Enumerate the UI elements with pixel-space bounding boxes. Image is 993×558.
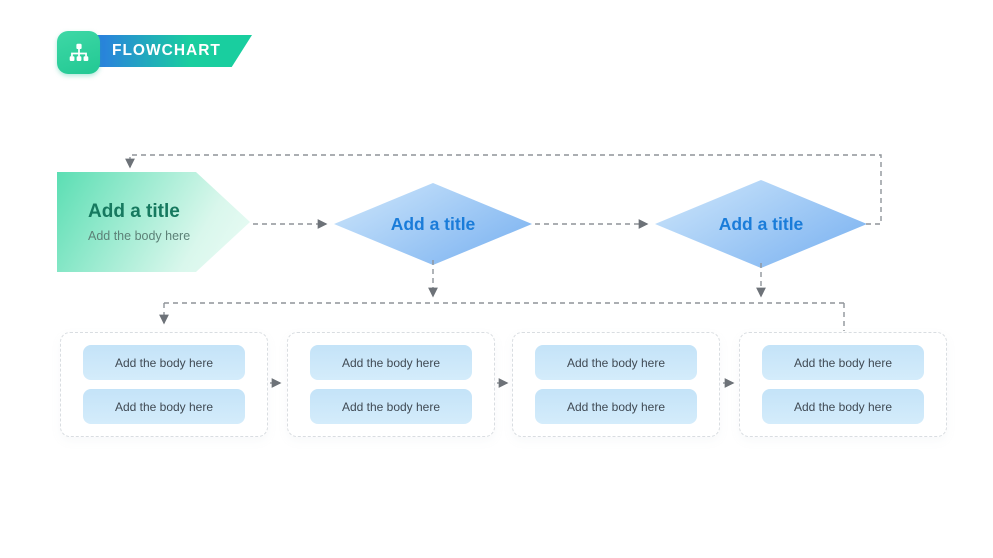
org-chart-icon [57, 31, 100, 74]
group-card-2: Add the body here Add the body here [287, 332, 495, 437]
page-title: FLOWCHART [112, 42, 221, 59]
header-banner: FLOWCHART [96, 35, 252, 67]
start-node-body: Add the body here [88, 228, 191, 243]
body-pill[interactable]: Add the body here [535, 389, 697, 424]
body-pill[interactable]: Add the body here [310, 389, 472, 424]
body-pill[interactable]: Add the body here [762, 345, 924, 380]
body-pill[interactable]: Add the body here [762, 389, 924, 424]
group-card-1: Add the body here Add the body here [60, 332, 268, 437]
decision-node-2-title: Add a title [718, 213, 804, 234]
start-node-title: Add a title [88, 201, 180, 223]
decision-node-1-title: Add a title [390, 213, 476, 234]
group-card-4: Add the body here Add the body here [739, 332, 947, 437]
decision-node-2[interactable]: Add a title [655, 180, 867, 268]
decision-node-1[interactable]: Add a title [334, 183, 532, 265]
body-pill[interactable]: Add the body here [83, 389, 245, 424]
start-node[interactable]: Add a title Add the body here [57, 172, 250, 272]
body-pill[interactable]: Add the body here [83, 345, 245, 380]
body-pill[interactable]: Add the body here [310, 345, 472, 380]
body-pill[interactable]: Add the body here [535, 345, 697, 380]
group-card-3: Add the body here Add the body here [512, 332, 720, 437]
